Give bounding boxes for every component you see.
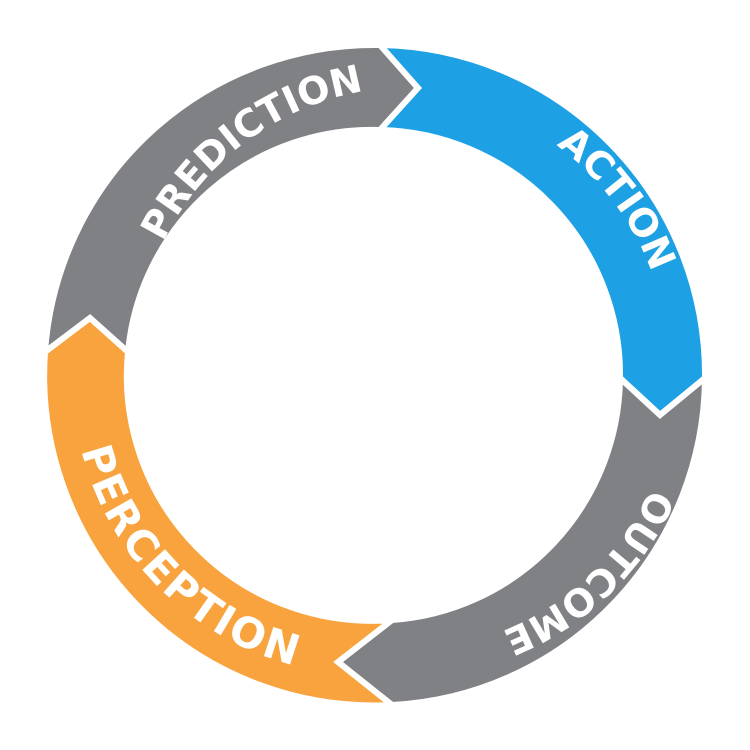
segment-perception[interactable] xyxy=(41,314,402,709)
cycle-ring xyxy=(41,41,709,709)
